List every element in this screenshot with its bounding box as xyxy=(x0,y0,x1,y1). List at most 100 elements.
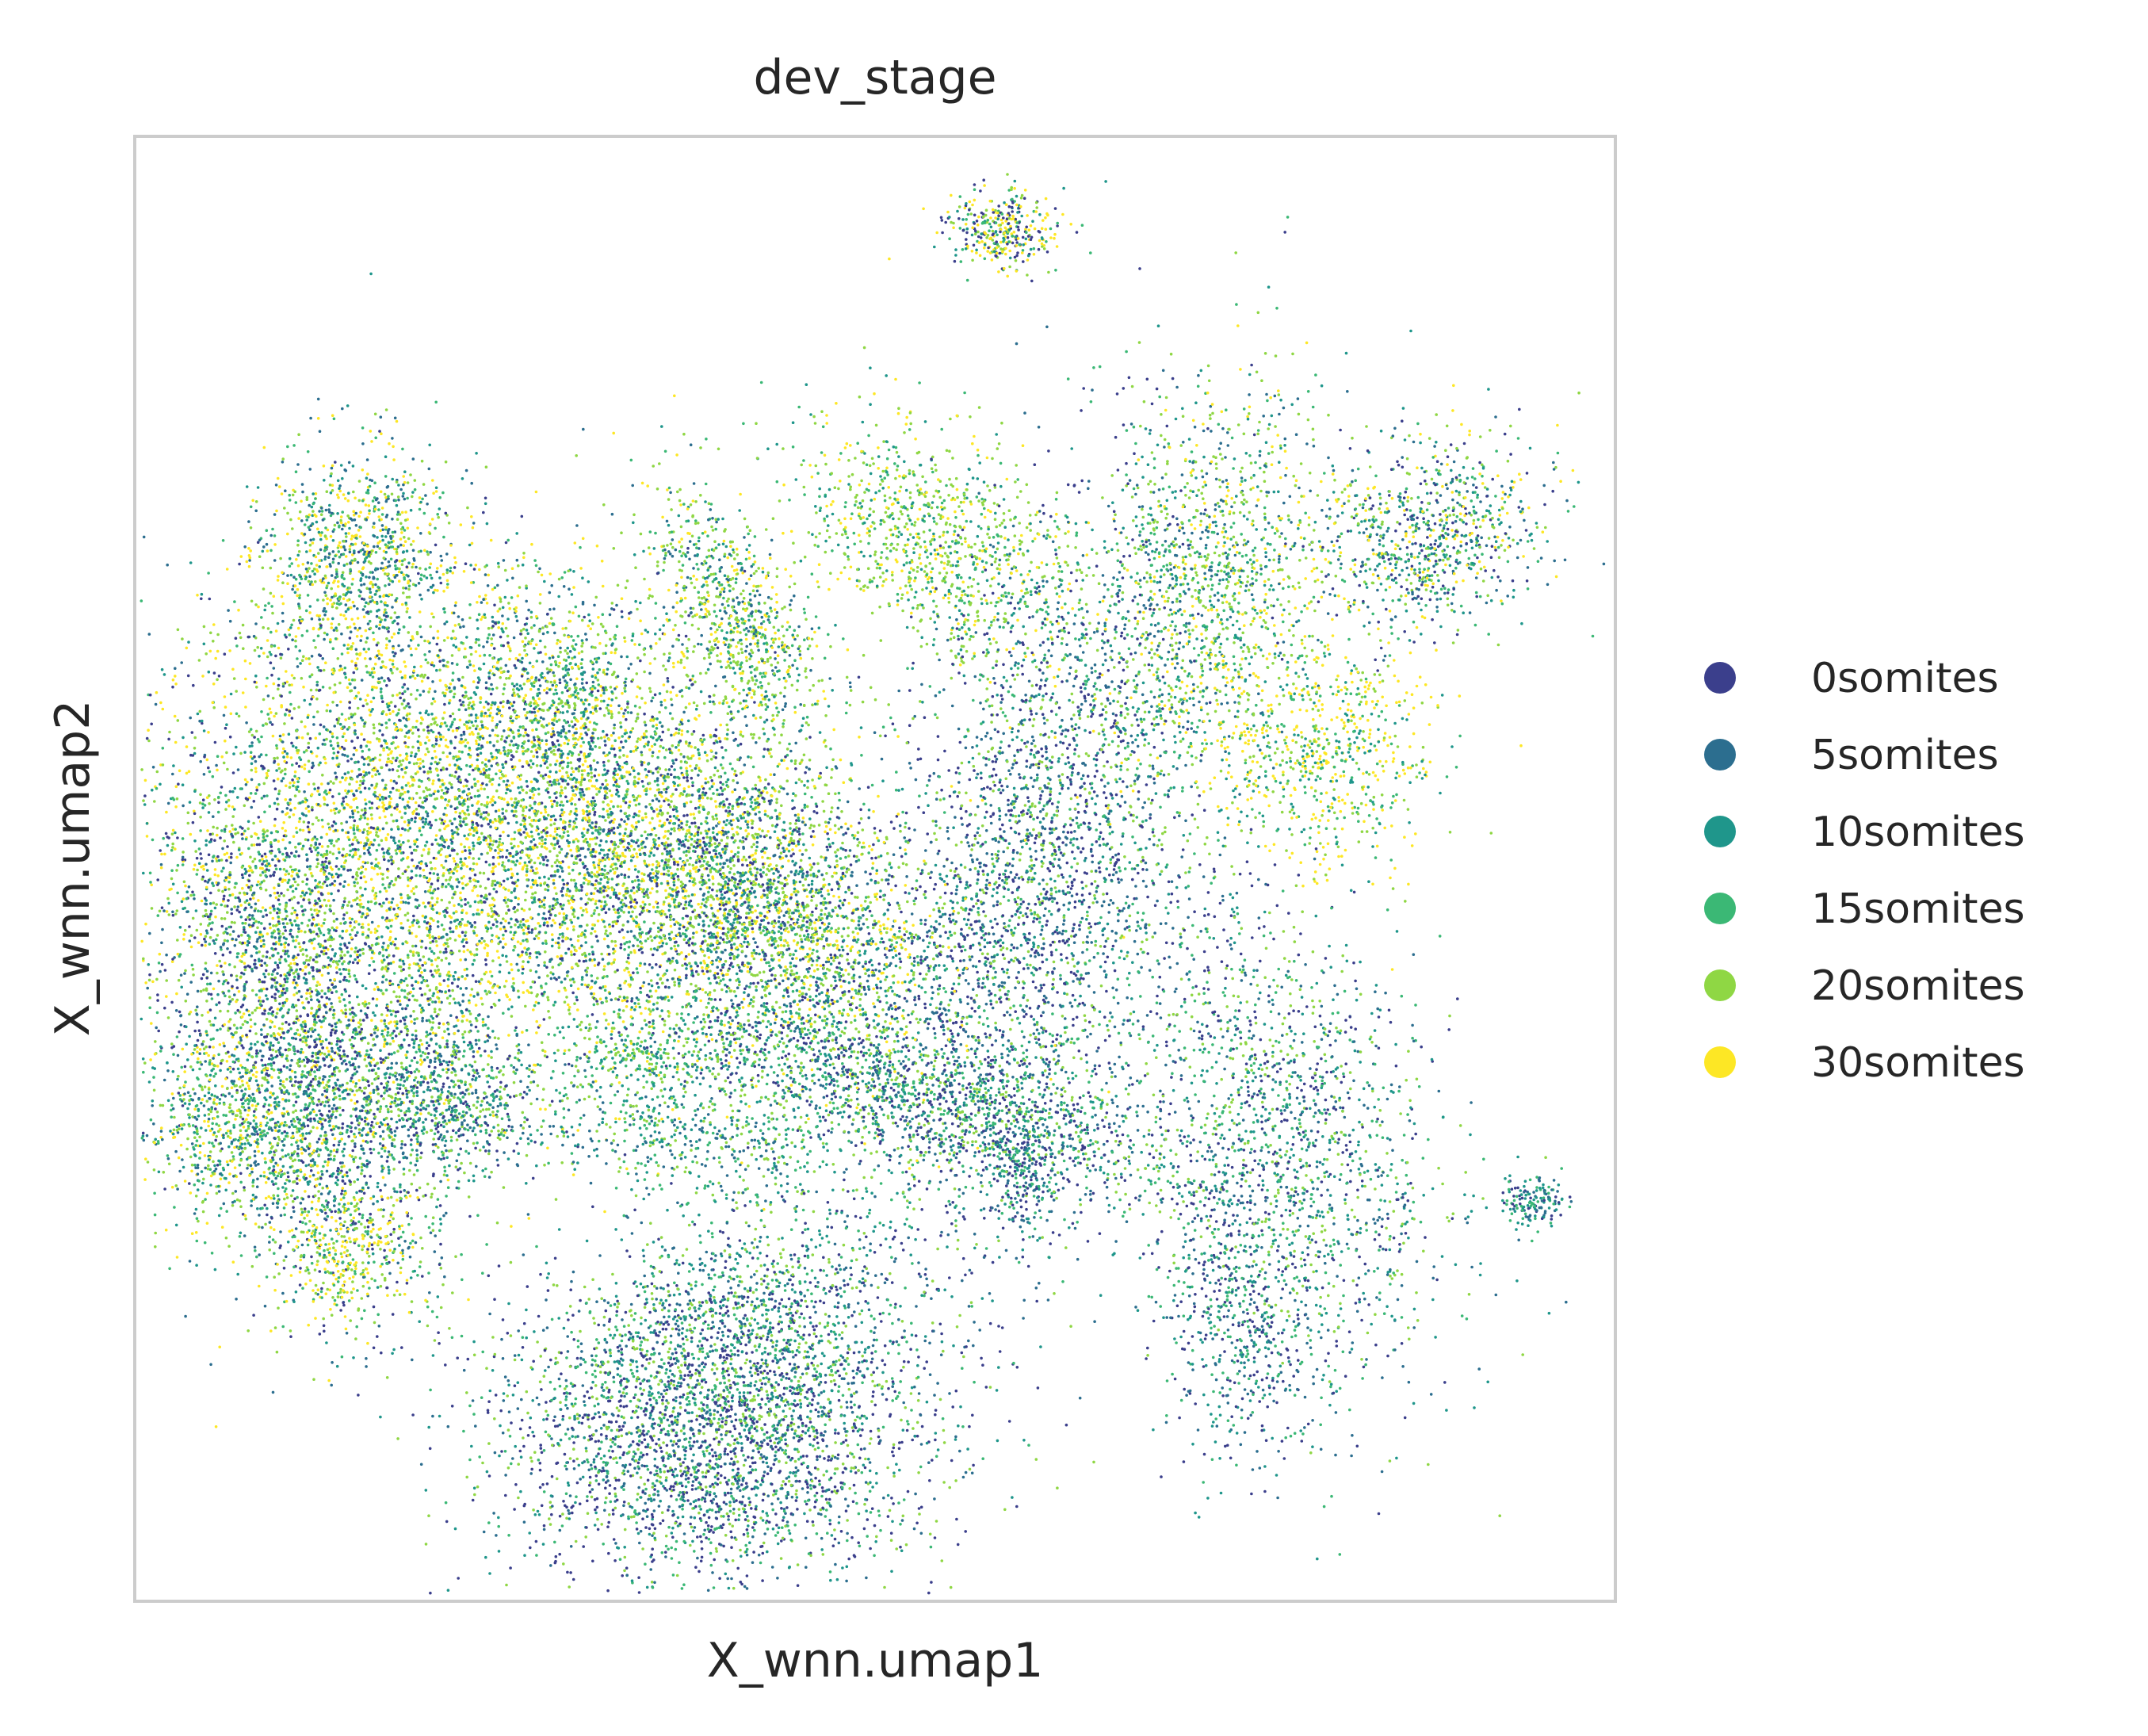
cell-point xyxy=(327,582,331,585)
cell-point xyxy=(391,478,394,481)
cell-point xyxy=(302,655,305,658)
cell-point xyxy=(1025,238,1028,241)
cell-point xyxy=(300,519,304,522)
cell-point xyxy=(416,526,419,530)
cell-point xyxy=(1013,187,1016,190)
cell-point xyxy=(418,582,421,585)
cell-point xyxy=(1020,197,1023,200)
cell-point xyxy=(349,551,352,554)
cell-point xyxy=(237,609,240,612)
cell-point xyxy=(333,418,336,421)
cell-point xyxy=(411,491,415,494)
cell-point xyxy=(373,577,376,580)
cell-point xyxy=(361,548,365,551)
cell-point xyxy=(984,221,987,224)
cell-point xyxy=(419,501,422,504)
cell-point xyxy=(284,489,287,492)
cell-point xyxy=(1009,225,1012,228)
cell-point xyxy=(297,564,300,568)
cell-point xyxy=(633,553,636,556)
cell-point xyxy=(384,475,388,478)
cell-point xyxy=(697,568,700,571)
cell-point xyxy=(1025,231,1028,234)
cell-point xyxy=(243,545,247,549)
cell-point xyxy=(308,575,311,578)
cell-point xyxy=(380,535,384,538)
cell-point xyxy=(318,565,321,568)
cell-point xyxy=(984,243,987,247)
cell-point xyxy=(424,568,427,571)
cell-point xyxy=(407,537,411,541)
cell-point xyxy=(1061,213,1064,216)
cell-point xyxy=(440,564,443,568)
cell-point xyxy=(1003,201,1006,205)
cell-point xyxy=(386,514,389,517)
cell-point xyxy=(380,567,383,570)
cell-point xyxy=(393,633,396,636)
cell-point xyxy=(317,417,320,420)
cell-point xyxy=(365,702,369,705)
cell-point xyxy=(983,247,986,250)
cell-point xyxy=(323,479,326,482)
cell-point xyxy=(369,479,372,482)
cell-point xyxy=(308,529,311,532)
cell-point xyxy=(248,559,251,562)
cell-point xyxy=(384,535,388,538)
cell-point xyxy=(1015,259,1018,262)
cell-point xyxy=(968,208,971,212)
cell-point xyxy=(273,534,277,537)
cell-point xyxy=(985,236,988,239)
cell-point xyxy=(295,558,298,561)
cell-point xyxy=(342,546,346,549)
cell-point xyxy=(982,178,985,182)
cell-point xyxy=(315,556,318,559)
cell-point xyxy=(961,248,965,251)
cell-point xyxy=(380,562,384,565)
cell-point xyxy=(341,407,344,411)
cell-point xyxy=(432,591,435,595)
cell-point xyxy=(337,496,340,499)
cell-point xyxy=(958,205,961,208)
cell-point xyxy=(291,527,294,530)
cell-point xyxy=(315,564,319,567)
cell-point xyxy=(975,249,978,252)
cell-point xyxy=(369,591,373,594)
cell-point xyxy=(442,590,445,593)
cell-point xyxy=(966,245,969,248)
cell-point xyxy=(319,549,323,552)
cell-point xyxy=(1054,269,1057,272)
cell-point xyxy=(1038,231,1042,234)
cell-point xyxy=(368,509,371,512)
cell-point xyxy=(1011,242,1015,245)
cell-point xyxy=(789,750,793,753)
cell-point xyxy=(401,603,404,606)
cell-point xyxy=(1017,226,1020,229)
cell-point xyxy=(397,499,400,502)
cell-point xyxy=(704,530,707,533)
cell-point xyxy=(437,516,440,519)
cell-point xyxy=(1006,275,1009,278)
cell-point xyxy=(402,484,405,487)
cell-point xyxy=(472,522,476,525)
cell-point xyxy=(375,625,378,629)
cell-point xyxy=(486,522,489,526)
cell-point xyxy=(235,644,239,648)
cell-point xyxy=(429,532,432,535)
cell-point xyxy=(971,204,974,207)
cell-point xyxy=(373,638,376,641)
cell-point xyxy=(1104,180,1107,183)
cell-point xyxy=(333,629,336,632)
cell-point xyxy=(368,560,371,564)
cell-point xyxy=(402,550,405,553)
cell-point xyxy=(309,539,312,542)
cell-point xyxy=(334,554,337,557)
cell-point xyxy=(335,573,338,576)
cell-point xyxy=(248,565,251,568)
cell-point xyxy=(262,550,265,553)
cell-point xyxy=(406,607,409,610)
cell-point xyxy=(973,244,976,247)
cell-point xyxy=(996,252,999,255)
cell-point xyxy=(1022,243,1025,247)
cell-point xyxy=(1017,237,1020,240)
cell-point xyxy=(250,506,253,509)
